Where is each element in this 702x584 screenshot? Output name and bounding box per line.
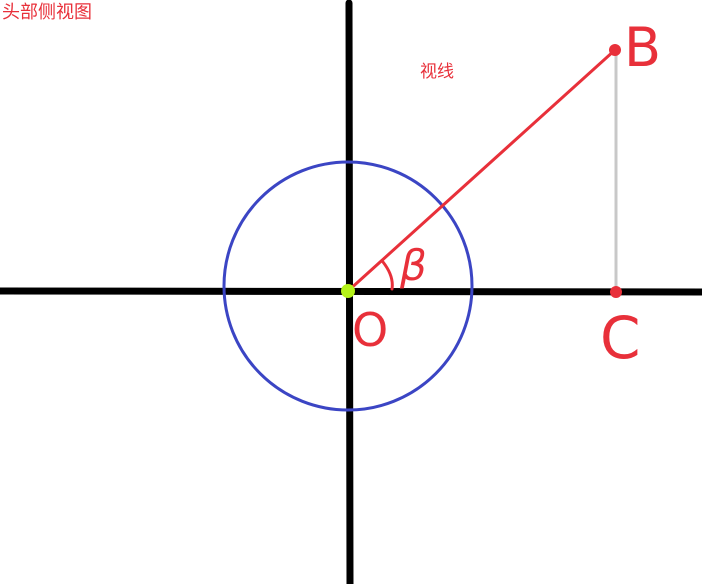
label-origin: O xyxy=(352,303,388,357)
head-circle xyxy=(222,160,474,412)
point-c xyxy=(610,286,622,298)
angle-arc xyxy=(381,260,394,291)
diagram-title: 头部侧视图 xyxy=(2,2,92,23)
sight-line xyxy=(346,48,617,293)
label-b: B xyxy=(624,16,661,79)
label-c: C xyxy=(600,304,641,372)
angle-label: β xyxy=(399,241,427,290)
point-b xyxy=(609,44,621,56)
sight-line-label: 视线 xyxy=(420,62,454,82)
origin-point xyxy=(341,284,355,298)
